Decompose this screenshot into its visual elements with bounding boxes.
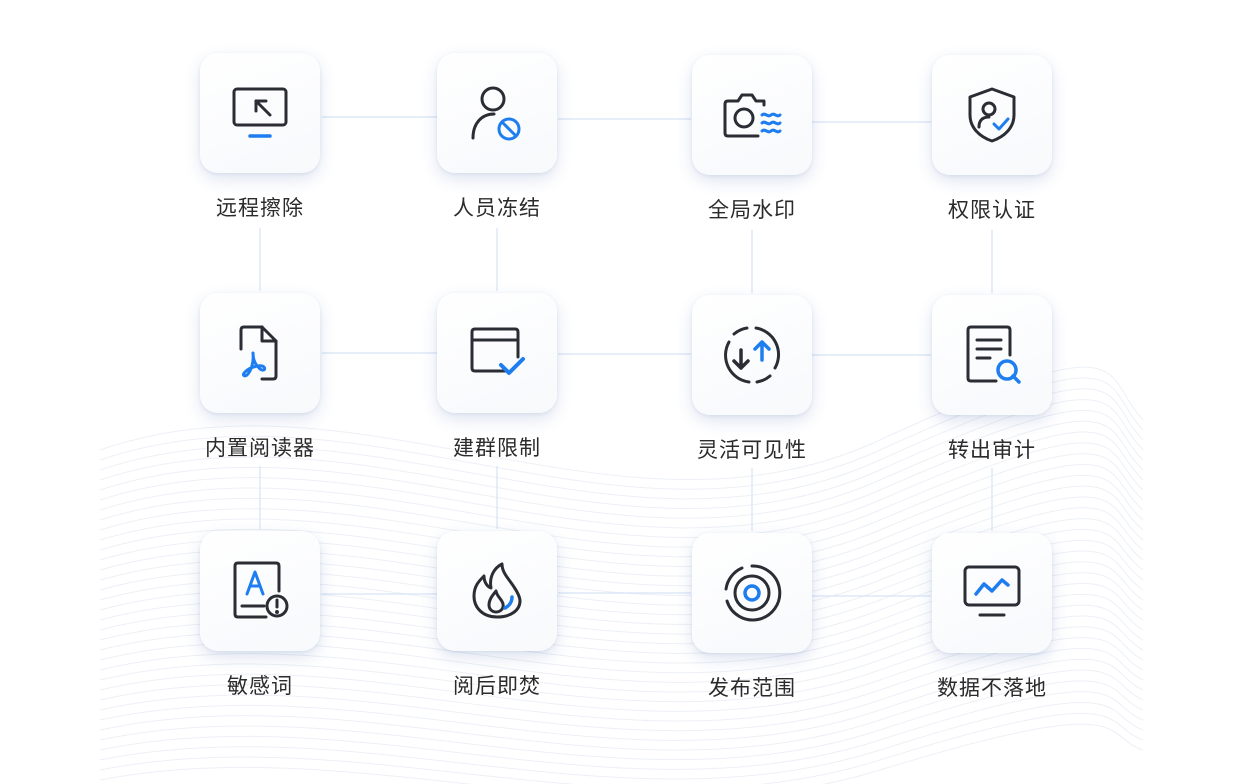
background-wave-line (99, 637, 1144, 722)
feature-label: 发布范围 (708, 676, 796, 700)
background-wave-line (99, 615, 1144, 703)
feature-tile[interactable] (692, 55, 812, 175)
feature-sensitive-words[interactable]: 敏感词 (180, 531, 340, 701)
feature-label: 人员冻结 (453, 196, 541, 220)
flame-icon (467, 561, 527, 621)
background-wave-line (99, 410, 1144, 519)
feature-tile[interactable] (200, 531, 320, 651)
background-wave-line (99, 420, 1144, 529)
feature-label: 灵活可见性 (697, 438, 807, 462)
feature-publish-scope[interactable]: 发布范围 (672, 533, 832, 703)
feature-label: 全局水印 (708, 198, 796, 222)
monitor-chart-icon (962, 563, 1022, 623)
feature-label: 远程擦除 (216, 196, 304, 220)
feature-watermark[interactable]: 全局水印 (672, 55, 832, 225)
feature-burn-after-reading[interactable]: 阅后即焚 (417, 531, 577, 701)
feature-tile[interactable] (692, 295, 812, 415)
background-wave-line (99, 366, 1144, 480)
feature-label: 内置阅读器 (205, 436, 315, 460)
feature-tile[interactable] (932, 55, 1052, 175)
feature-builtin-reader[interactable]: 内置阅读器 (180, 293, 340, 463)
shield-user-icon (962, 85, 1022, 145)
feature-label: 权限认证 (948, 198, 1036, 222)
feature-flexible-visibility[interactable]: 灵活可见性 (672, 295, 832, 465)
background-wave-line (99, 626, 1144, 712)
feature-user-freeze[interactable]: 人员冻结 (417, 53, 577, 223)
feature-tile[interactable] (437, 531, 557, 651)
watermark-camera-icon (722, 85, 782, 145)
background-wave-line (99, 431, 1144, 538)
feature-group-limit[interactable]: 建群限制 (417, 293, 577, 463)
feature-tile[interactable] (932, 533, 1052, 653)
background-wave-line (99, 669, 1144, 751)
feature-tile[interactable] (437, 293, 557, 413)
background-wave-line (99, 723, 1144, 784)
feature-label: 数据不落地 (937, 676, 1047, 700)
sensitive-word-icon (230, 561, 290, 621)
feature-remote-wipe[interactable]: 远程擦除 (180, 53, 340, 223)
feature-label: 敏感词 (227, 674, 293, 698)
background-wave-line (99, 399, 1144, 509)
feature-tile[interactable] (932, 295, 1052, 415)
background-wave-line (99, 604, 1144, 693)
background-wave-line (99, 680, 1144, 761)
feature-permission-auth[interactable]: 权限认证 (912, 55, 1072, 225)
feature-tile[interactable] (200, 53, 320, 173)
feature-label: 阅后即焚 (453, 674, 541, 698)
window-check-icon (467, 323, 527, 383)
target-icon (722, 563, 782, 623)
background-wave-line (99, 377, 1144, 490)
remote-wipe-icon (230, 83, 290, 143)
background-wave-line (99, 702, 1144, 780)
feature-label: 转出审计 (948, 438, 1036, 462)
feature-tile[interactable] (200, 293, 320, 413)
feature-label: 建群限制 (453, 436, 541, 460)
feature-tile[interactable] (692, 533, 812, 653)
feature-tile[interactable] (437, 53, 557, 173)
background-wave-line (99, 712, 1144, 784)
background-wave-line (99, 647, 1144, 732)
feature-data-not-stored[interactable]: 数据不落地 (912, 533, 1072, 703)
background-wave-line (99, 658, 1144, 741)
background-wave-line (99, 388, 1144, 500)
feature-export-audit[interactable]: 转出审计 (912, 295, 1072, 465)
document-search-icon (962, 325, 1022, 385)
pdf-reader-icon (230, 323, 290, 383)
user-freeze-icon (467, 83, 527, 143)
background-wave-line (99, 691, 1144, 770)
sync-arrows-icon (722, 325, 782, 385)
